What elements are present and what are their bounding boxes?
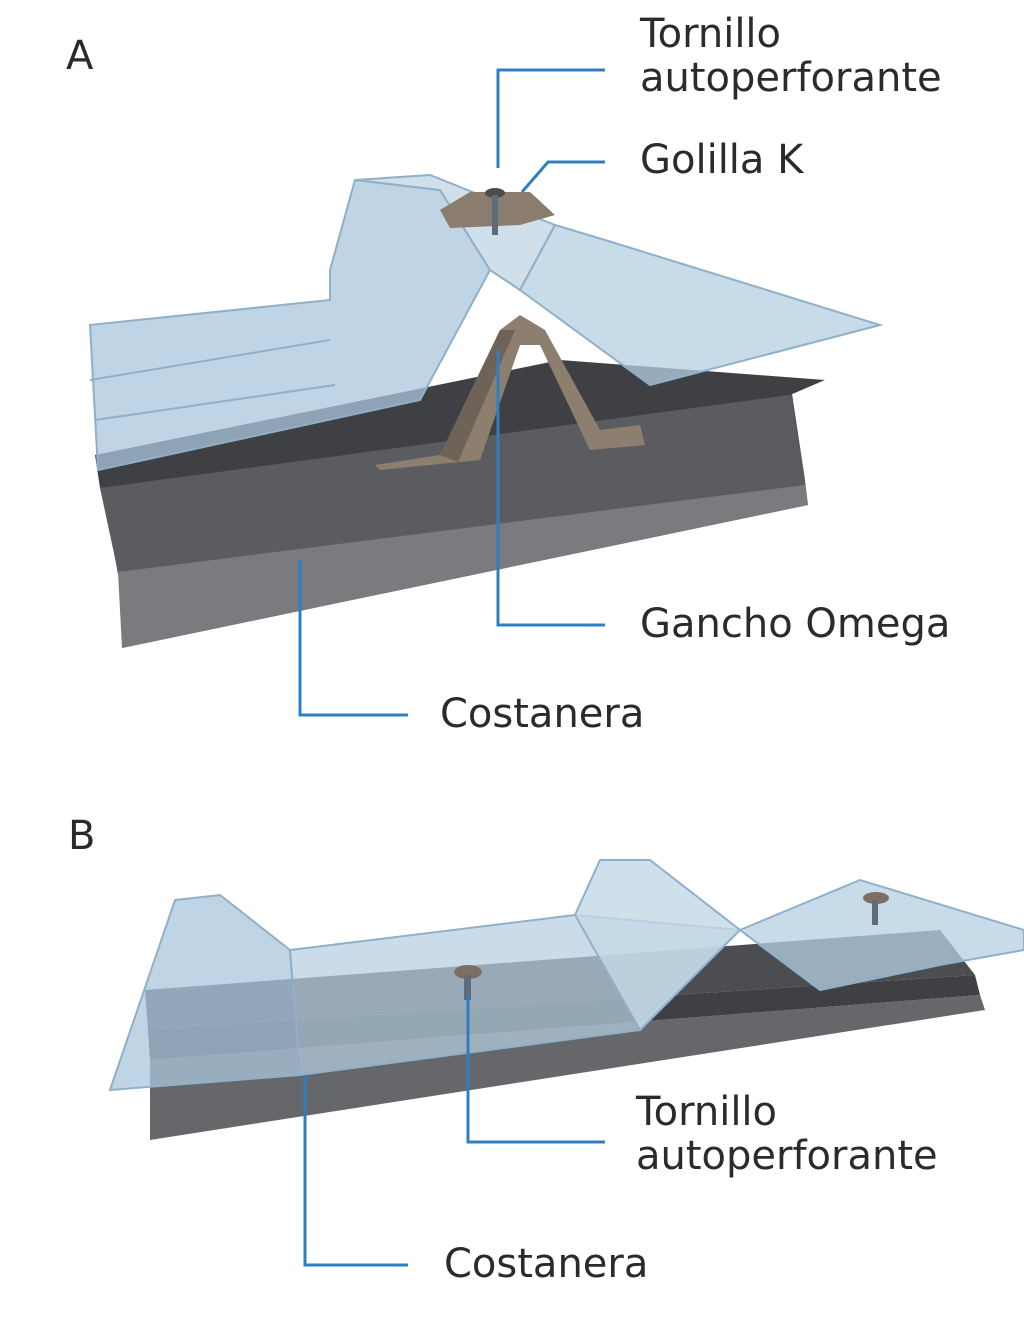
- panel-a-letter: A: [66, 33, 94, 79]
- callout-a-purlin: Costanera: [440, 691, 645, 737]
- callout-b-purlin: Costanera: [444, 1241, 649, 1287]
- panel-b-letter: B: [68, 813, 96, 859]
- panel-b-drawing: [108, 859, 1024, 1140]
- callout-a-hook: Gancho Omega: [640, 601, 951, 647]
- omega-bracket-icon: [375, 315, 645, 470]
- callout-b-screw-line2: autoperforante: [636, 1133, 938, 1179]
- sheet-b-left-rib: [108, 893, 302, 1092]
- omega-bracket-shade: [440, 330, 515, 462]
- sheet-a-right: [518, 223, 884, 387]
- callout-b-screw: Tornillo autoperforante: [636, 1090, 938, 1178]
- leader-b-purlin: [303, 1075, 408, 1267]
- sheet-a-ribs: [89, 339, 331, 381]
- screw-b1-shank: [464, 975, 471, 1000]
- purlin-b-web: [150, 995, 985, 1140]
- leader-a-washer: [520, 160, 605, 193]
- leader-a-purlin: [298, 560, 408, 717]
- leader-b-screw: [466, 995, 605, 1144]
- callout-b-screw-line1: Tornillo: [636, 1089, 778, 1135]
- purlin-a-lower-face: [118, 485, 808, 648]
- panel-a-leaders: [298, 68, 605, 717]
- screw-icon: [485, 188, 505, 198]
- leader-a-screw: [496, 68, 605, 168]
- sheet-b-right: [738, 878, 1024, 992]
- callout-a-washer: Golilla K: [640, 137, 804, 183]
- leader-a-hook: [496, 350, 605, 627]
- screw-b2-shank: [872, 900, 878, 925]
- panel-b-leaders: [303, 995, 605, 1267]
- sheet-b-right-rib: [573, 859, 742, 1032]
- callout-a-screw: Tornillo autoperforante: [640, 12, 942, 100]
- callout-a-screw-line1: Tornillo: [640, 11, 782, 57]
- sheet-a-ribs-2: [94, 384, 336, 421]
- screw-shank: [492, 195, 498, 235]
- callout-a-screw-line2: autoperforante: [640, 55, 942, 101]
- screw-icon: [863, 892, 889, 904]
- panel-a-drawing: [88, 173, 884, 648]
- screw-icon: [454, 965, 482, 979]
